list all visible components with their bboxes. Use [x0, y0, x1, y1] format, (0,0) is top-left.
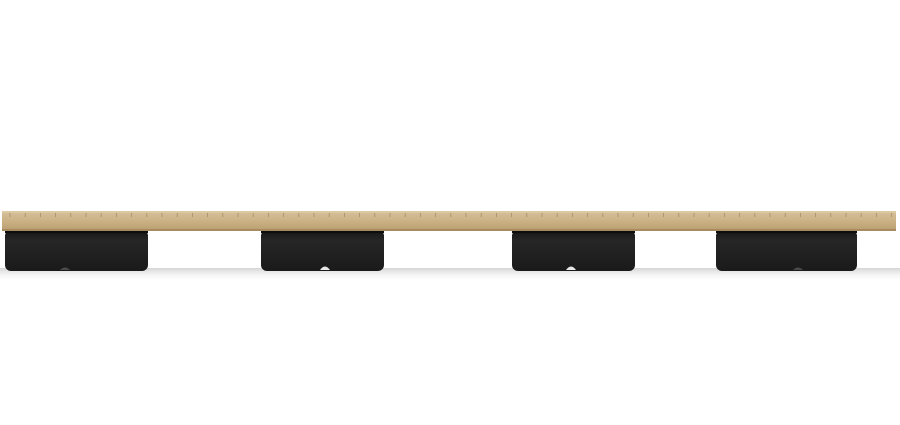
- pedestal-blocks: [5, 230, 857, 271]
- deck-top-edge: [2, 211, 896, 213]
- pedestal-block-1: [5, 230, 148, 271]
- pedestal-block-3: [512, 230, 635, 271]
- deck-board: [2, 211, 896, 231]
- deck-slat-lines: [9, 213, 892, 217]
- wooden-deck: [2, 211, 896, 231]
- ground-shadow: [0, 268, 900, 282]
- deck-bottom-edge: [2, 229, 896, 231]
- pedestal-block-4: [716, 230, 857, 271]
- pedestal-block-2: [261, 230, 384, 271]
